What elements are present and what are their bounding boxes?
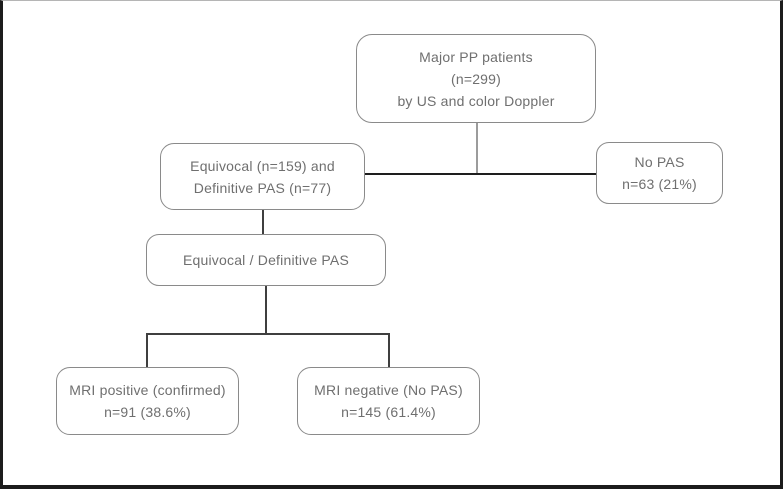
node-text-line: Definitive PAS (n=77): [193, 179, 332, 196]
node-text-line: MRI negative (No PAS): [314, 382, 463, 398]
flow-node-no-pas: No PAS n=63 (21%): [596, 142, 723, 204]
flow-node-mri-positive: MRI positive (confirmed) n=91 (38.6%): [56, 367, 239, 435]
flow-node-mri-negative: MRI negative (No PAS) n=145 (61.4%): [297, 367, 480, 435]
node-text-line: Equivocal / Definitive PAS: [182, 252, 349, 268]
flow-node-equivocal-definitive-pas: Equivocal / Definitive PAS: [146, 234, 386, 286]
node-text-line: (n=299): [450, 70, 502, 87]
connector-equivocal-drop: [262, 210, 264, 234]
connector-split-stem: [265, 286, 267, 334]
node-text-line: n=145 (61.4%): [341, 404, 436, 420]
connector-mri-negative-drop: [388, 333, 390, 367]
connector-mri-positive-drop: [146, 333, 148, 367]
node-text-line: Major PP patients: [419, 48, 533, 65]
node-text-line: MRI positive (confirmed): [69, 382, 226, 398]
flow-node-equivocal-and-definitive: Equivocal (n=159) and Definitive PAS (n=…: [160, 143, 365, 210]
node-text-line: n=63 (21%): [622, 176, 697, 192]
node-text-line: n=91 (38.6%): [104, 404, 191, 420]
connector-branch-horizontal: [365, 173, 597, 175]
flow-node-major-pp-patients: Major PP patients (n=299) by US and colo…: [356, 34, 596, 123]
connector-split-horizontal: [146, 333, 389, 335]
node-text-line: No PAS: [634, 154, 685, 170]
node-text-line: by US and color Doppler: [397, 92, 555, 109]
node-text-line: Equivocal (n=159) and: [190, 157, 335, 174]
connector-root-stem: [476, 123, 478, 174]
